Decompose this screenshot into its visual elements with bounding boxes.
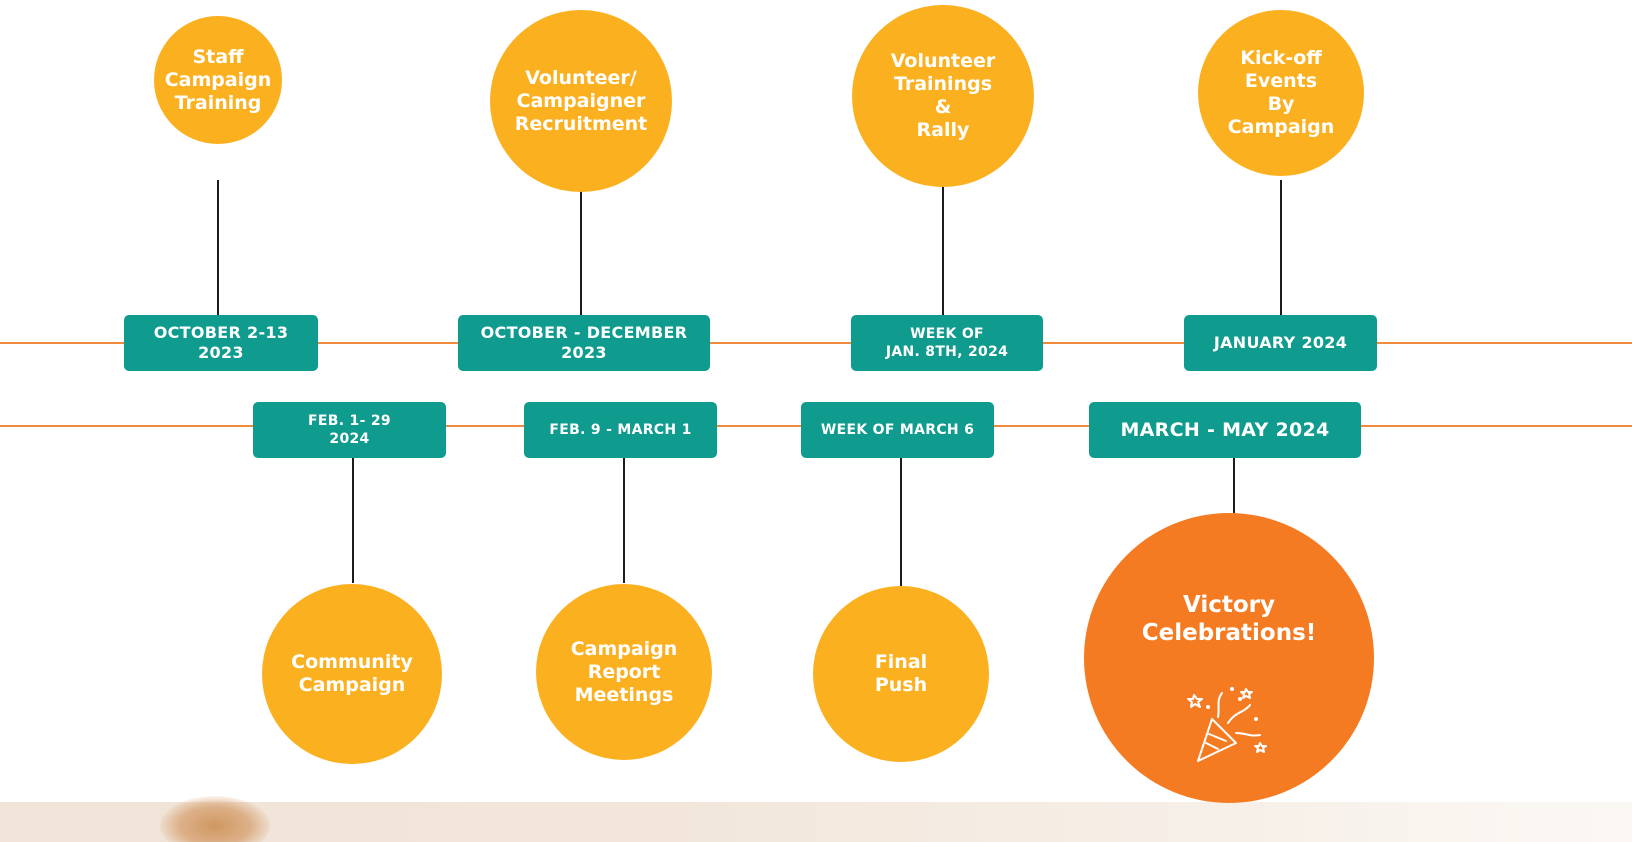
event-label: Kick-off Events By Campaign xyxy=(1227,47,1335,138)
date-label: WEEK OF MARCH 6 xyxy=(820,422,975,438)
event-circle-report-meetings: Campaign Report Meetings xyxy=(536,584,712,760)
event-label: Volunteer/ Campaigner Recruitment xyxy=(514,66,648,135)
connector-line xyxy=(623,458,625,583)
event-circle-volunteer-recruitment: Volunteer/ Campaigner Recruitment xyxy=(490,10,672,192)
event-label: Campaign Report Meetings xyxy=(570,637,678,706)
connector-line xyxy=(1280,180,1282,315)
connector-line xyxy=(900,458,902,586)
connector-line xyxy=(1233,458,1235,513)
date-label: FEB. 9 - MARCH 1 xyxy=(549,422,692,438)
event-label: Volunteer Trainings & Rally xyxy=(890,50,996,141)
party-popper-icon xyxy=(1187,687,1267,762)
event-circle-victory-celebrations: Victory Celebrations! xyxy=(1084,513,1374,803)
event-label: Final Push xyxy=(874,651,928,696)
event-label: Victory Celebrations! xyxy=(1141,592,1317,646)
decorative-blob xyxy=(160,796,270,842)
connector-line xyxy=(580,180,582,315)
date-box: OCTOBER 2-13 2023 xyxy=(124,315,318,371)
date-label: MARCH - MAY 2024 xyxy=(1120,419,1330,441)
date-label: FEB. 1- 29 2024 xyxy=(308,413,391,447)
connector-line xyxy=(217,180,219,315)
event-label: Staff Campaign Training xyxy=(164,45,272,114)
event-circle-final-push: Final Push xyxy=(813,586,989,762)
date-box: MARCH - MAY 2024 xyxy=(1089,402,1361,458)
date-box: FEB. 9 - MARCH 1 xyxy=(524,402,717,458)
date-box: FEB. 1- 29 2024 xyxy=(253,402,446,458)
event-circle-community-campaign: Community Campaign xyxy=(262,584,442,764)
event-circle-volunteer-trainings: Volunteer Trainings & Rally xyxy=(852,5,1034,187)
event-circle-kickoff-events: Kick-off Events By Campaign xyxy=(1198,10,1364,176)
event-label: Community Campaign xyxy=(291,651,413,696)
date-label: WEEK OF JAN. 8TH, 2024 xyxy=(885,326,1009,360)
date-label: OCTOBER 2-13 2023 xyxy=(153,323,289,362)
date-box: WEEK OF MARCH 6 xyxy=(801,402,994,458)
background-strip xyxy=(0,802,1632,842)
date-box: WEEK OF JAN. 8TH, 2024 xyxy=(851,315,1043,371)
date-label: OCTOBER - DECEMBER 2023 xyxy=(480,323,688,362)
connector-line xyxy=(942,180,944,315)
event-circle-staff-training: Staff Campaign Training xyxy=(154,16,282,144)
date-box: OCTOBER - DECEMBER 2023 xyxy=(458,315,710,371)
date-label: JANUARY 2024 xyxy=(1213,333,1348,352)
timeline-line-top xyxy=(0,342,1632,344)
date-box: JANUARY 2024 xyxy=(1184,315,1377,371)
connector-line xyxy=(352,458,354,583)
